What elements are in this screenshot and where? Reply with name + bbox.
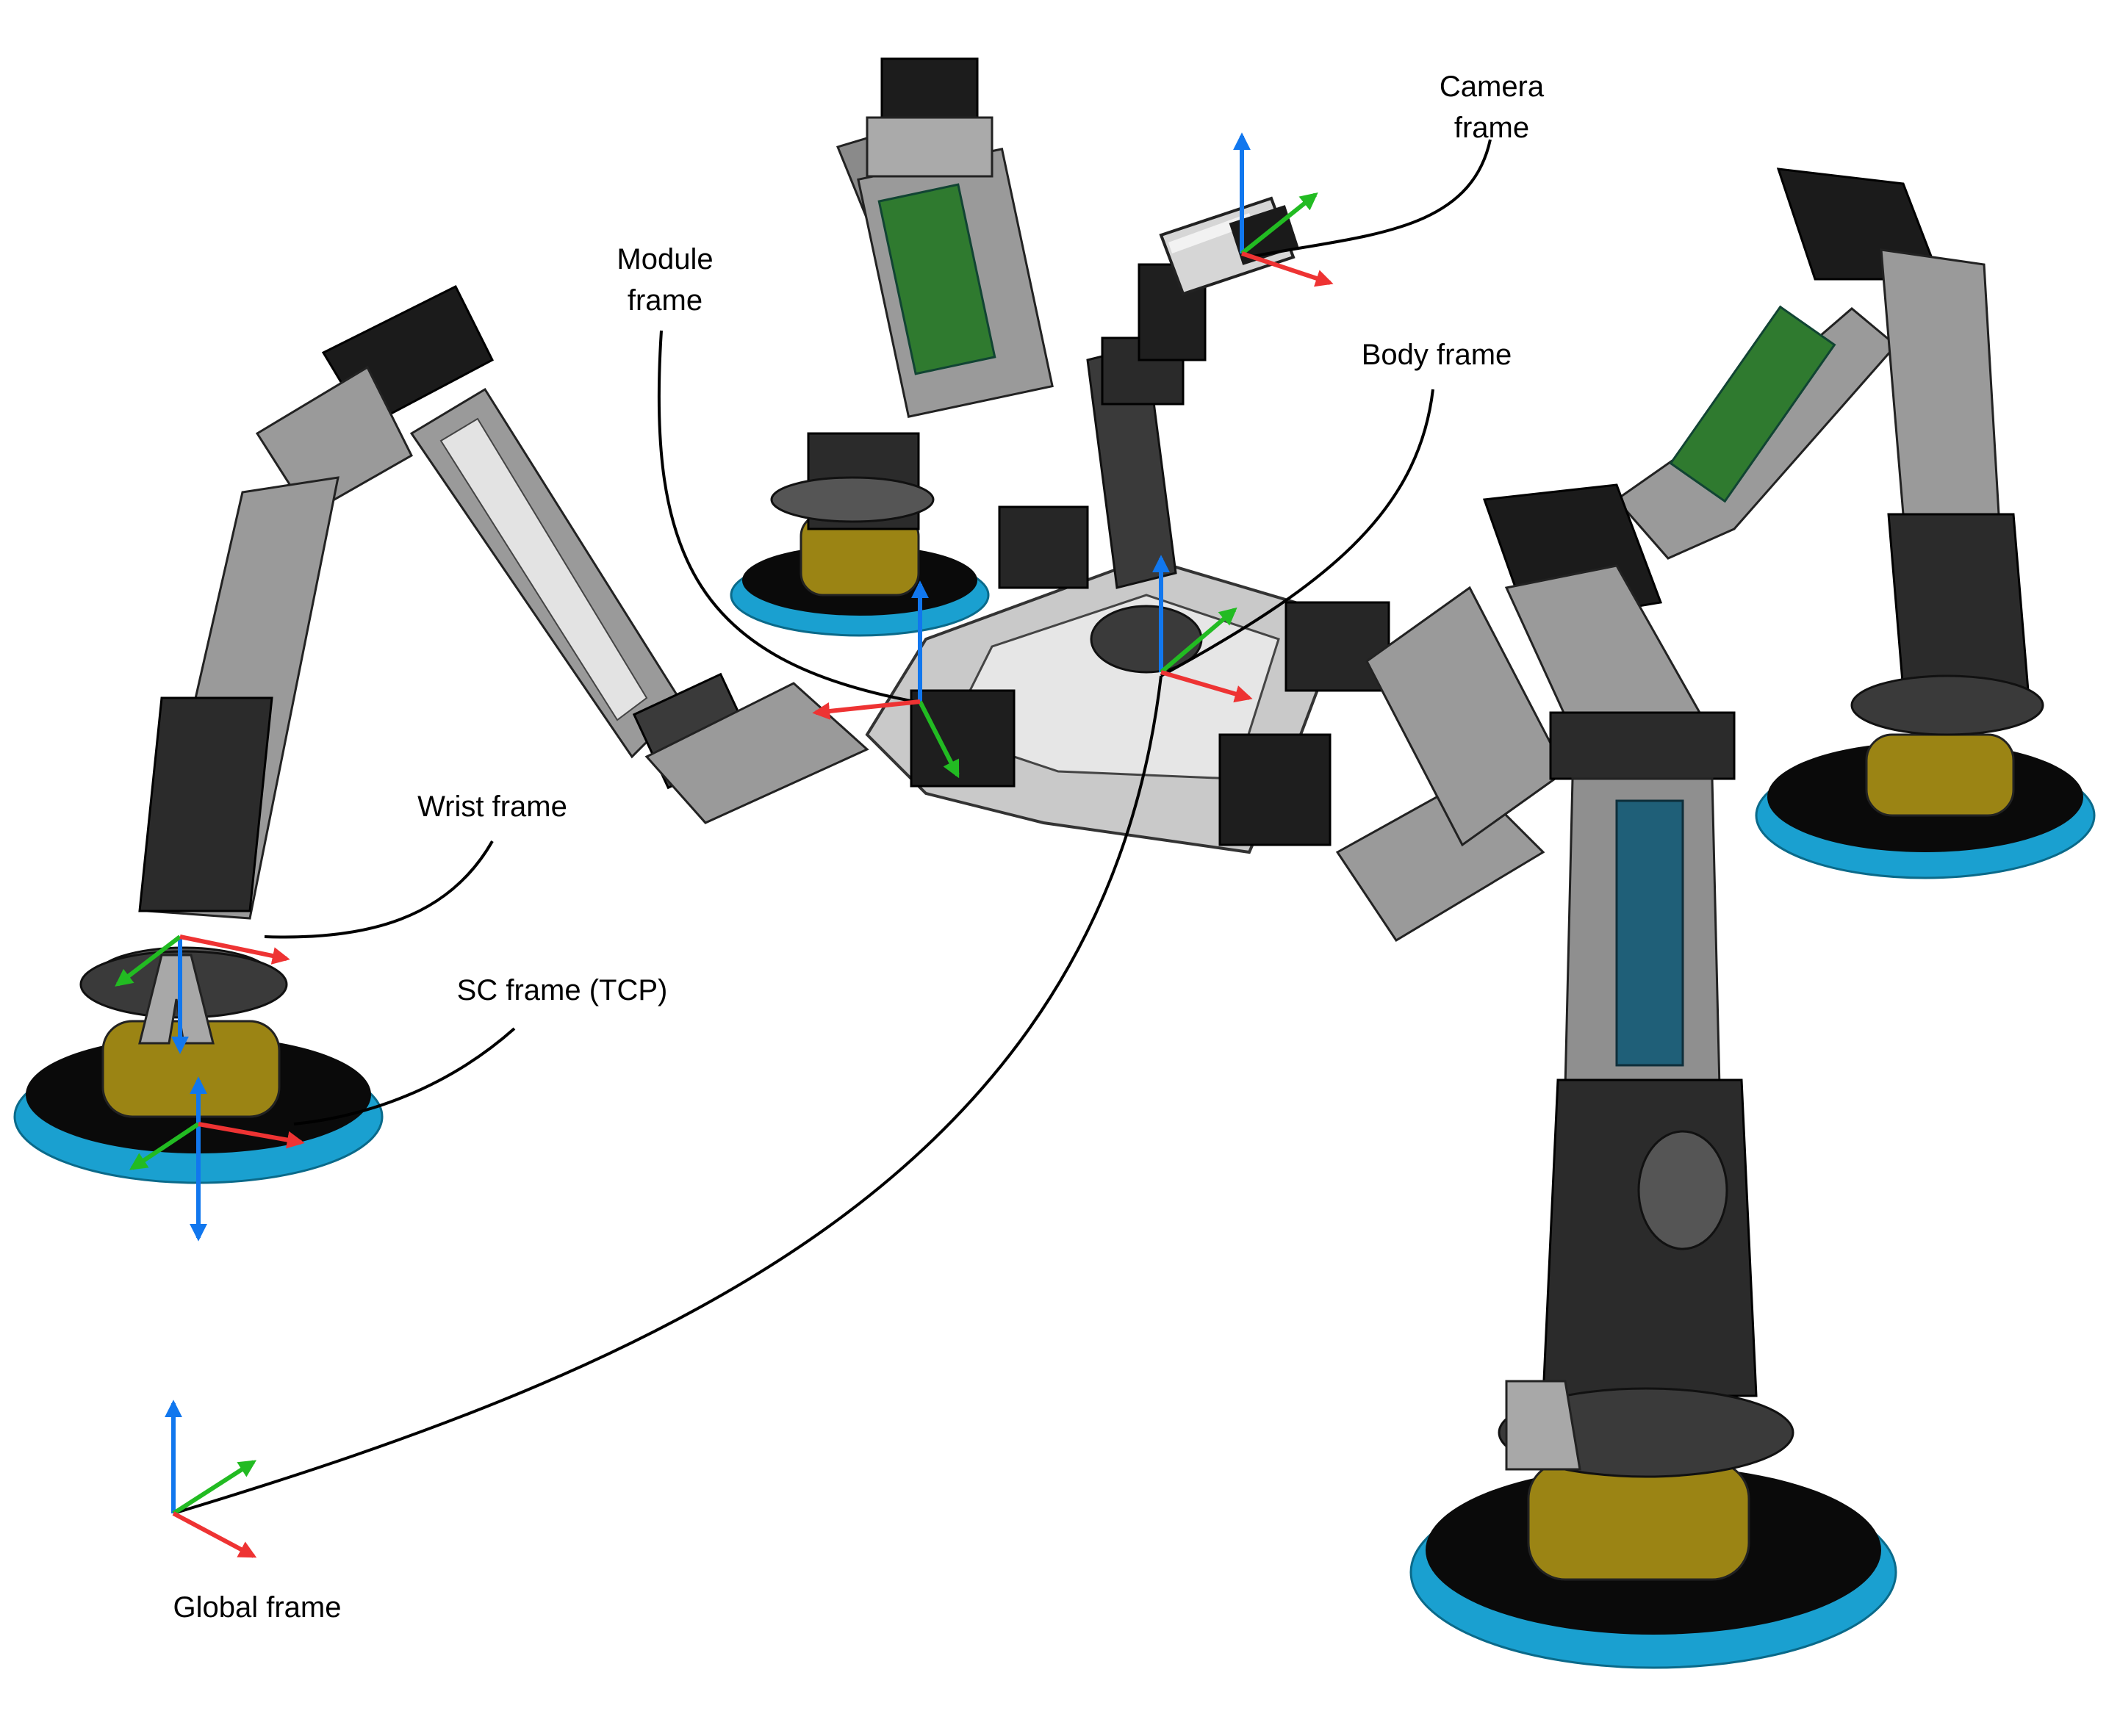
sc-frame-label: SC frame (TCP) [456,974,668,1006]
camera-frame-axes [1233,132,1334,287]
global-frame-axes [165,1400,257,1558]
module-frame-label: Module frame [617,243,714,317]
global-frame-label: Global frame [173,1591,342,1624]
leader-wrist [264,840,494,939]
leader-body [1160,389,1434,677]
camera-y-axis [1240,192,1318,256]
pcb-rear-right [1669,305,1836,503]
sc-frame-axes [129,1076,305,1242]
camera-x-axis [1241,251,1334,287]
leader-module [657,330,916,703]
wrist-frame-label: Wrist frame [417,790,567,823]
gripper-rear-right [1865,733,2015,817]
body-x-axis [1160,670,1253,703]
wrist-y-axis [115,934,182,987]
leader-sc [293,1027,516,1125]
leg-front-left [13,284,869,1184]
leg-front-right [1335,483,1897,1669]
servo-block-rear [1284,601,1390,692]
camera-mast [1086,196,1299,589]
servo-block-right [1218,733,1332,846]
robot-body [865,505,1390,854]
servo-block-left [910,689,1016,788]
leg-rear-right [1614,168,2096,879]
body-frame-axes [1152,555,1253,703]
body-frame-label: Body frame [1361,339,1512,371]
global-x-axis [172,1511,257,1558]
leg-rear-left [730,57,1054,637]
servo-block-front [998,505,1089,589]
gripper-front-right [1527,1461,1750,1581]
module-x-axis [812,699,921,720]
accent-panel [1615,799,1684,1067]
camera-frame-label: Camera frame [1439,71,1545,144]
wrist-frame-axes [115,934,290,1054]
module-y-axis [918,700,960,779]
leader-global [173,675,1163,1515]
global-y-axis [172,1460,257,1516]
body-y-axis [1160,607,1237,674]
wrist-x-axis [179,934,290,965]
sc-x-axis [198,1122,305,1149]
leader-lines [173,139,1492,1515]
pcb-rear-left [877,183,996,375]
leader-camera [1248,139,1492,259]
module-frame-axes [812,580,960,779]
sc-y-axis [129,1122,200,1170]
